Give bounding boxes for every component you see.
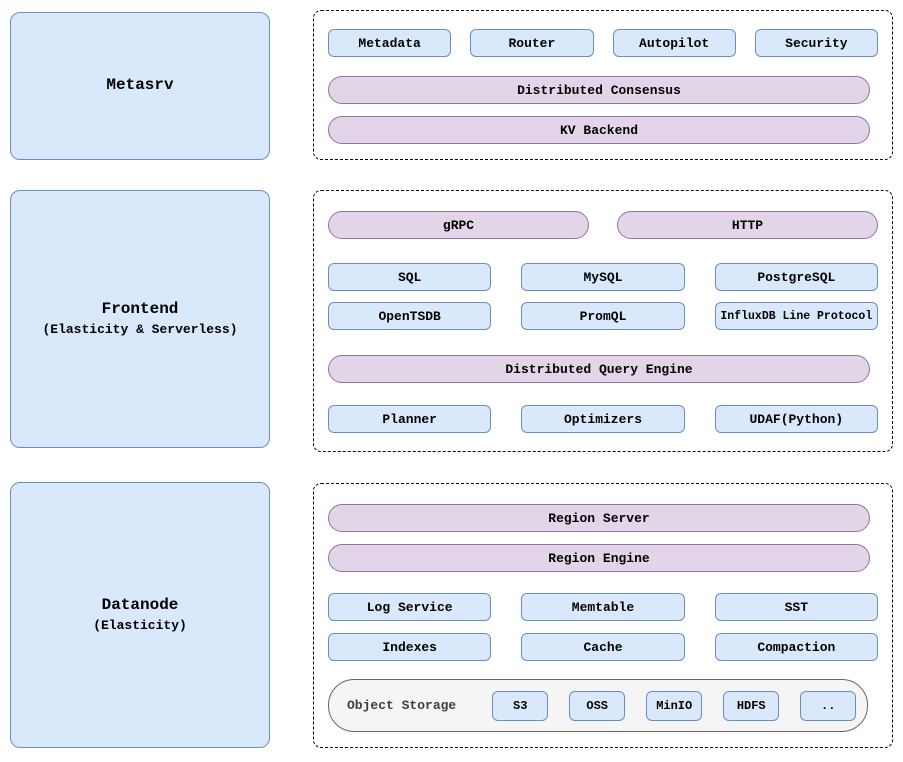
storage-backend: HDFS: [723, 690, 780, 721]
protocol-pill: HTTP: [617, 211, 878, 239]
query-language-row-2: OpenTSDB PromQL InfluxDB Line Protocol: [328, 302, 878, 330]
metasrv-components-row: Metadata Router Autopilot Security: [328, 29, 878, 57]
frontend-title: Frontend: [101, 299, 179, 318]
datanode-subtitle: (Elasticity): [93, 618, 187, 634]
distributed-query-engine-pill: Distributed Query Engine: [328, 355, 870, 383]
engine-components-row: Planner Optimizers UDAF(Python): [328, 405, 878, 433]
datanode-components-row-1: Log Service Memtable SST: [328, 593, 878, 621]
region-engine-pill: Region Engine: [328, 544, 870, 572]
storage-backend: MinIO: [646, 690, 703, 721]
engine-component: UDAF(Python): [714, 405, 878, 433]
object-storage-group: Object Storage S3 OSS MinIO HDFS..: [328, 679, 868, 732]
storage-backend: S3: [492, 690, 549, 721]
query-language: SQL: [328, 263, 492, 291]
datanode-component: Memtable: [521, 593, 685, 621]
datanode-title: Datanode: [101, 595, 179, 614]
distributed-consensus-pill: Distributed Consensus: [328, 76, 870, 104]
query-language: PostgreSQL: [714, 263, 878, 291]
region-server-pill: Region Server: [328, 504, 870, 532]
protocol-pill: gRPC: [328, 211, 589, 239]
object-storage-label: Object Storage: [347, 698, 457, 713]
frontend-panel: gRPC HTTP SQL MySQL PostgreSQL OpenTSDB Prom…: [313, 190, 893, 452]
datanode-component: Indexes: [328, 633, 492, 661]
query-language: OpenTSDB: [328, 302, 492, 330]
metasrv-component: Autopilot: [612, 29, 736, 57]
datanode-component: Compaction: [714, 633, 878, 661]
datanode-component: Cache: [521, 633, 685, 661]
metasrv-node-box: Metasrv: [10, 12, 270, 160]
query-language: InfluxDB Line Protocol: [714, 302, 878, 330]
metasrv-component: Security: [754, 29, 878, 57]
metasrv-component: Metadata: [328, 29, 452, 57]
protocol-pills-row: gRPC HTTP: [328, 211, 878, 239]
query-language-row-1: SQL MySQL PostgreSQL: [328, 263, 878, 291]
storage-backend: OSS: [569, 690, 626, 721]
datanode-components-row-2: Indexes Cache Compaction: [328, 633, 878, 661]
engine-component: Planner: [328, 405, 492, 433]
engine-component: Optimizers: [521, 405, 685, 433]
frontend-node-box: Frontend (Elasticity & Serverless): [10, 190, 270, 448]
metasrv-component: Router: [470, 29, 594, 57]
storage-backend: ..: [800, 690, 857, 721]
object-storage-backends-row: S3 OSS MinIO HDFS..: [492, 690, 857, 721]
kv-backend-pill: KV Backend: [328, 116, 870, 144]
frontend-subtitle: (Elasticity & Serverless): [42, 322, 238, 338]
metasrv-panel: Metadata Router Autopilot Security Distribu…: [313, 10, 893, 160]
metasrv-title: Metasrv: [106, 76, 174, 95]
query-language: MySQL: [521, 263, 685, 291]
datanode-component: Log Service: [328, 593, 492, 621]
datanode-node-box: Datanode (Elasticity): [10, 482, 270, 748]
query-language: PromQL: [521, 302, 685, 330]
datanode-component: SST: [714, 593, 878, 621]
